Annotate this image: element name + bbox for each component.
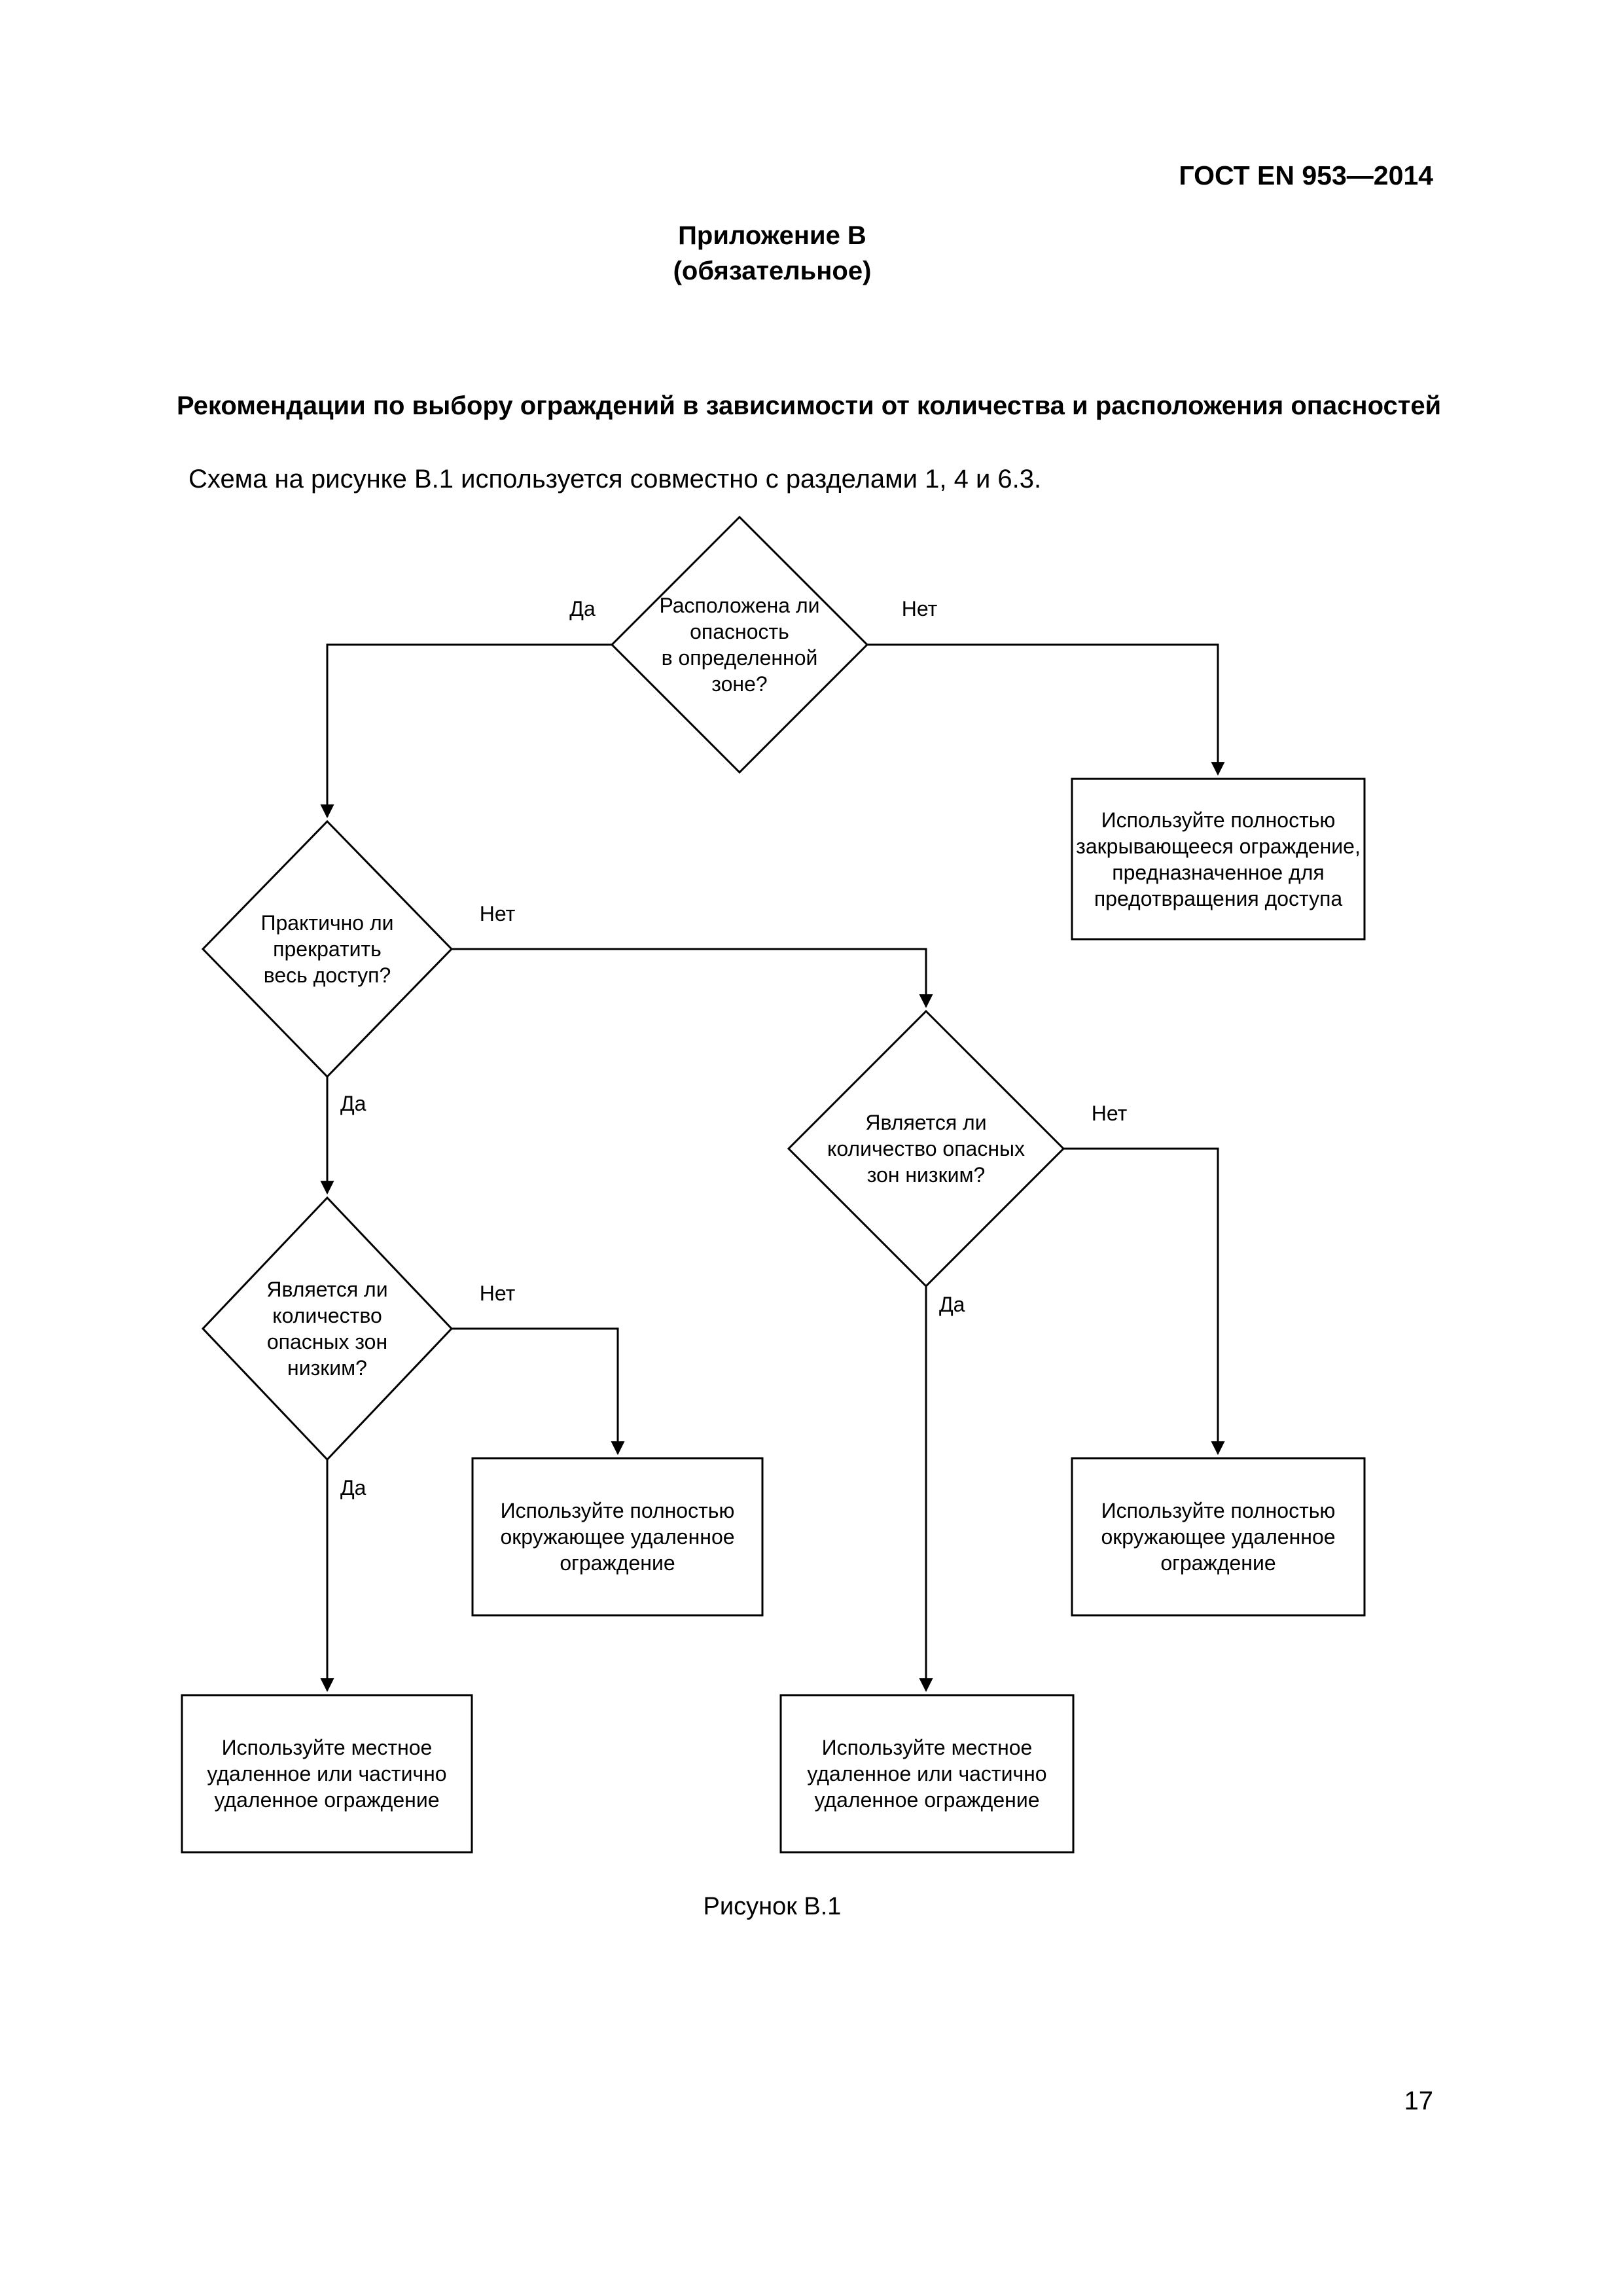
edge-label-yes-d4: Да [939, 1293, 965, 1316]
action-node-surrounding-mid: Используйте полностью окружающее удаленн… [500, 1499, 735, 1575]
connector-d1-d2 [320, 643, 612, 819]
connector-d1-b1 [867, 643, 1225, 776]
decision-diamond-hazard-zone [610, 515, 869, 774]
document-header: ГОСТ EN 953—2014 [1179, 160, 1433, 190]
edge-label-no-d1: Нет [901, 597, 938, 620]
action-box-local-mid [779, 1694, 1075, 1854]
action-node-fully-enclosing: Используйте полностью закрывающееся огра… [1076, 808, 1361, 910]
connector-d4-b3 [1063, 1147, 1225, 1456]
action-box-local-left [181, 1694, 473, 1854]
action-box-surrounding-mid [471, 1457, 764, 1617]
intro-paragraph: Схема на рисунке В.1 используется совмес… [188, 465, 1042, 493]
edge-label-no-d4: Нет [1091, 1102, 1128, 1125]
section-heading: Рекомендации по выбору ограждений в зави… [177, 391, 1442, 420]
connector-d3-b2 [452, 1327, 625, 1456]
action-node-surrounding-right: Используйте полностью окружающее удаленн… [1101, 1499, 1336, 1575]
edge-label-yes-d1: Да [569, 597, 596, 620]
action-box-surrounding-right [1071, 1457, 1366, 1617]
action-box-fully-enclosing [1071, 778, 1366, 941]
edge-label-yes-d3: Да [340, 1476, 366, 1499]
appendix-title: Приложение В [678, 221, 866, 250]
edge-label-yes-d2: Да [340, 1092, 366, 1115]
action-node-local-mid: Используйте местное удаленное или частич… [807, 1736, 1047, 1812]
page-number: 17 [1404, 2087, 1434, 2115]
appendix-type: (обязательное) [673, 257, 872, 285]
decision-node-zones-low-right: Является ли количество опасных зон низки… [827, 1111, 1026, 1187]
edge-label-no-d2: Нет [479, 902, 516, 925]
connector-d2-d4 [452, 948, 933, 1009]
decision-node-hazard-zone: Расположена ли опасность в определенной … [659, 594, 820, 696]
figure-caption: Рисунок В.1 [703, 1893, 842, 1920]
decision-node-stop-access: Практично ли прекратить весь доступ? [260, 911, 394, 987]
action-node-local-left: Используйте местное удаленное или частич… [207, 1736, 447, 1812]
edge-label-no-d3: Нет [479, 1282, 516, 1305]
decision-node-zones-low-left: Является ли количество опасных зон низки… [266, 1278, 388, 1380]
